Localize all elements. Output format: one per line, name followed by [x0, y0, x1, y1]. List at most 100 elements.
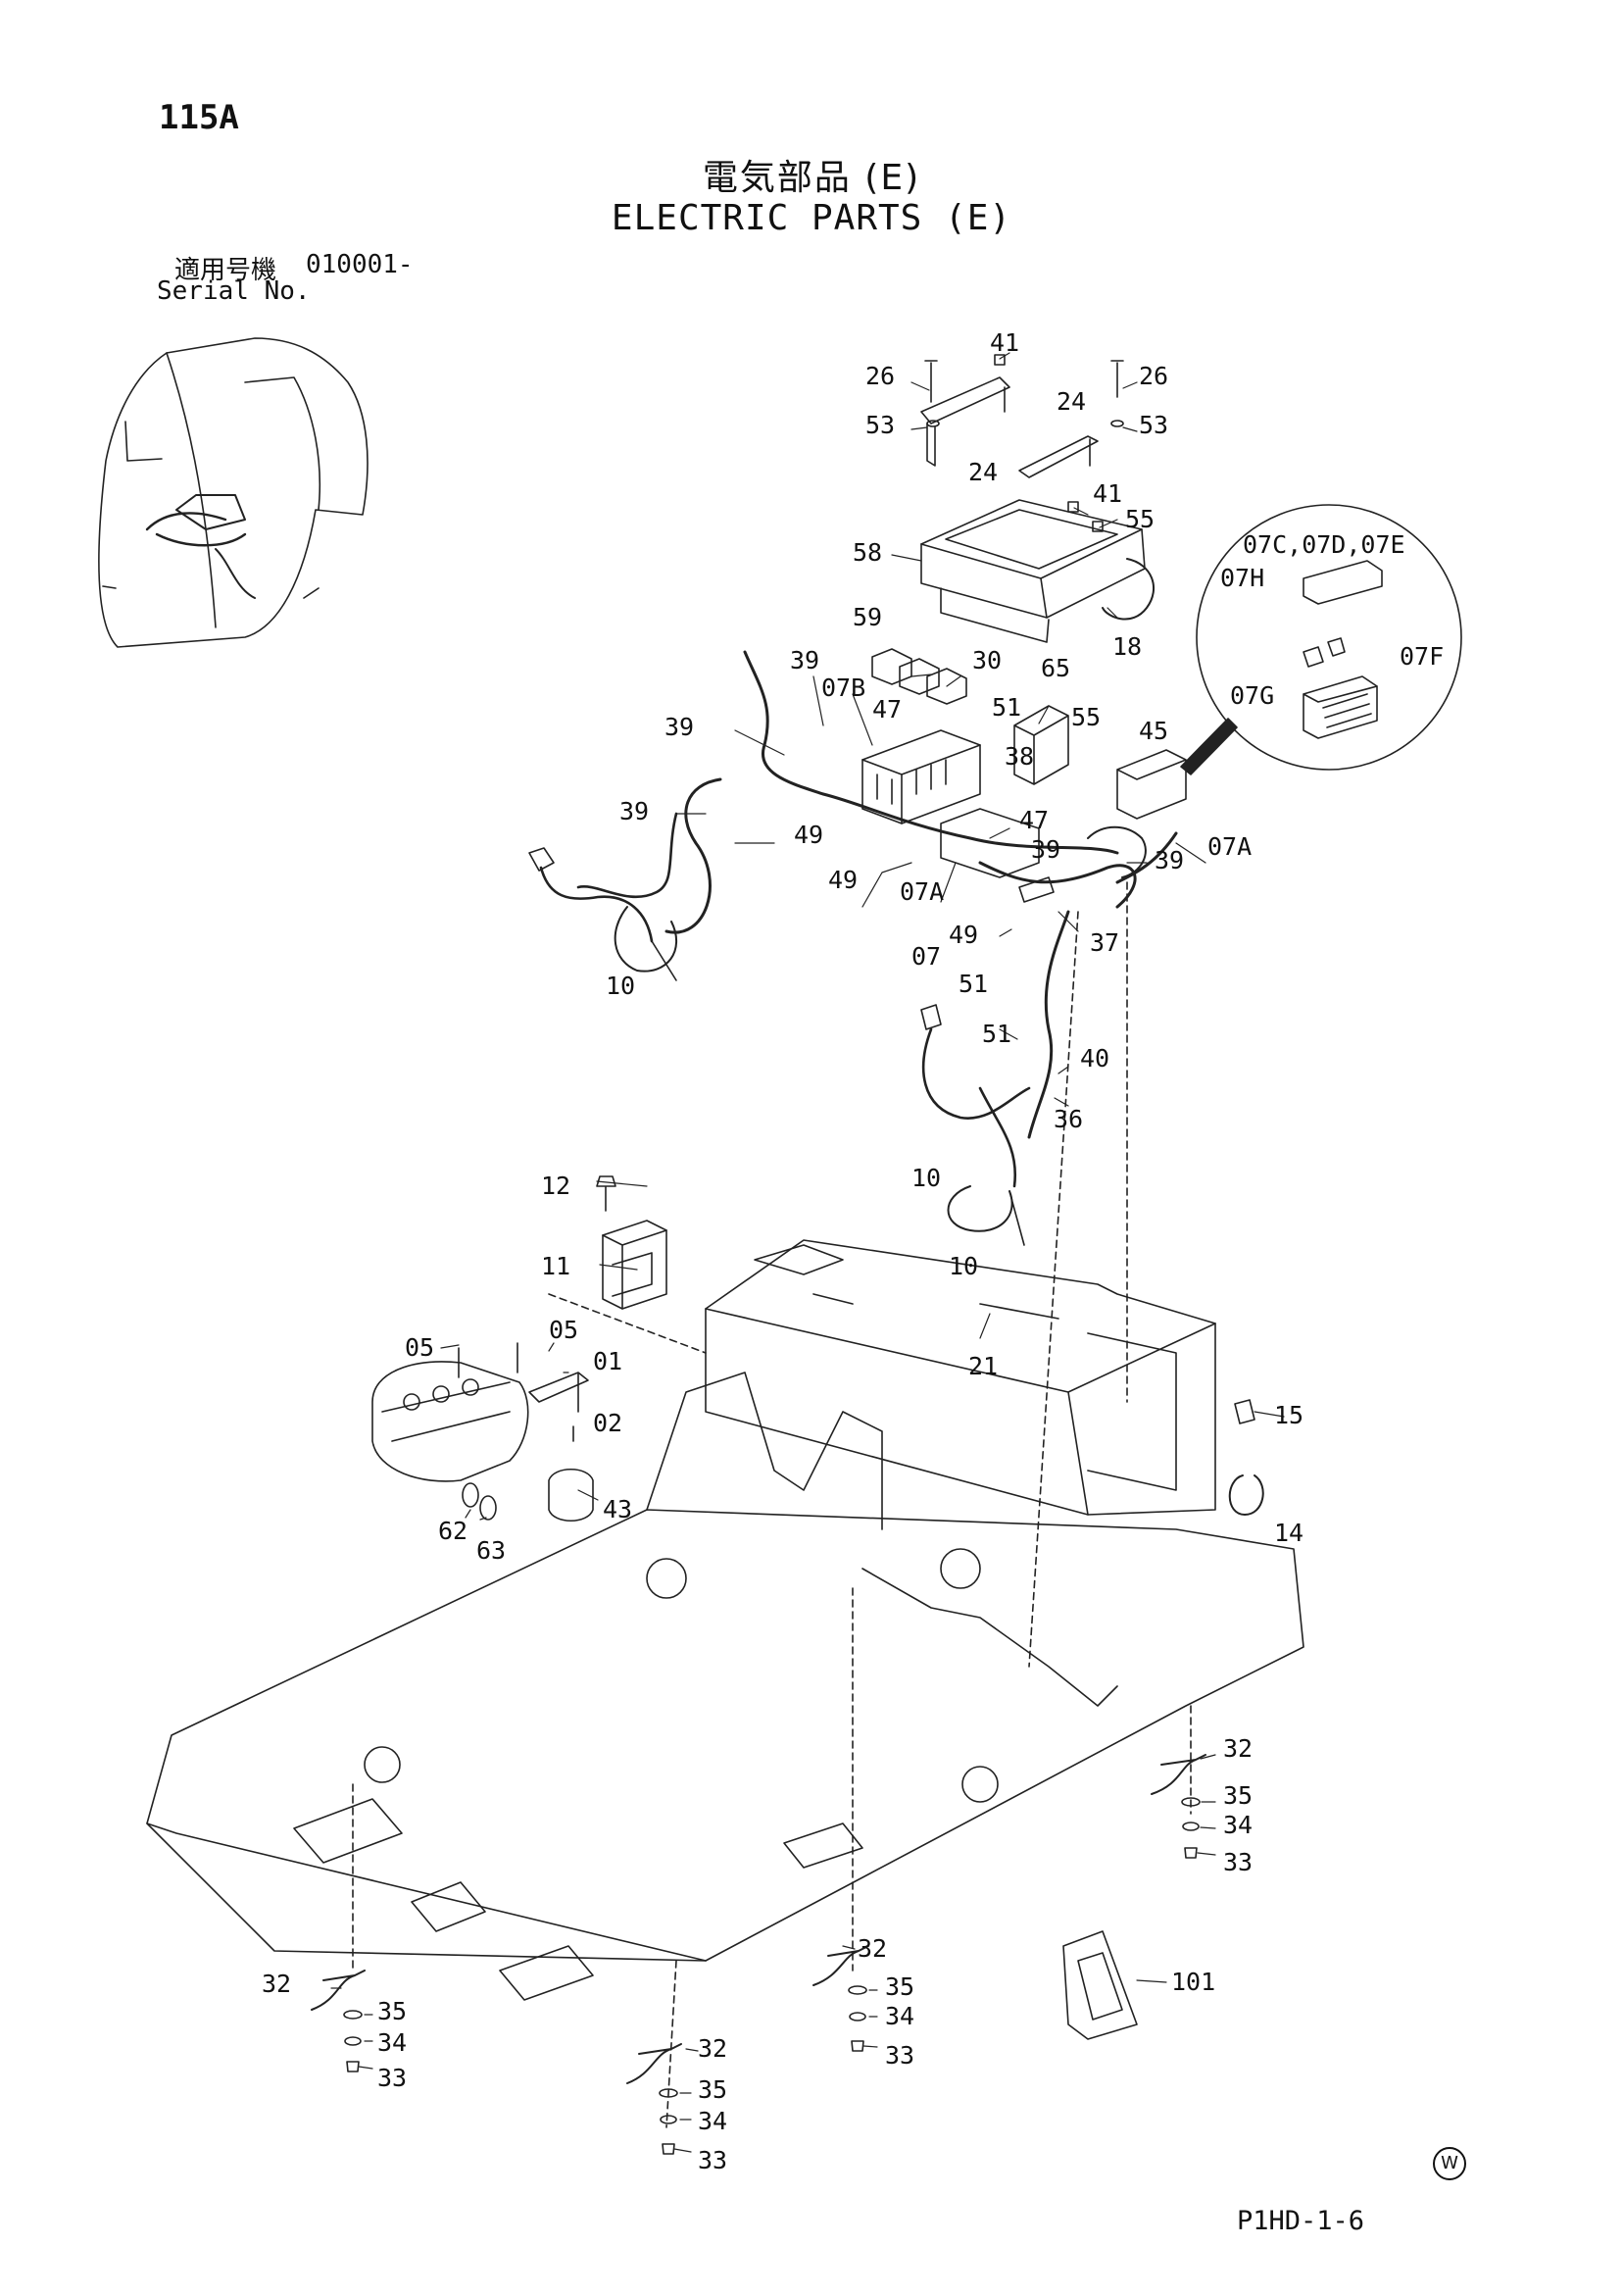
part-number-callouts: 41 26 26 24 53 53 24 41 55 58 18 07C,07D… [262, 328, 1444, 2174]
callout-c39: 10 [606, 972, 635, 1000]
callout-c44: 10 [949, 1252, 978, 1280]
callout-c70: 32 [698, 2034, 727, 2063]
callout-c5: 53 [865, 411, 895, 439]
callout-c22: 51 [992, 693, 1021, 722]
callout-c63: 34 [377, 2028, 407, 2057]
callout-c72: 34 [698, 2107, 727, 2135]
dashed-routing-lines [352, 881, 1192, 2128]
callout-c42: 36 [1054, 1105, 1083, 1133]
callout-c58: 35 [1223, 1781, 1253, 1810]
callout-c36: 07 [911, 942, 941, 971]
callout-c34: 07A [1207, 832, 1252, 861]
callout-c46: 11 [541, 1252, 570, 1280]
serial-label-japanese: 適用号機 [174, 256, 277, 285]
serial-label-english: Serial No. [157, 276, 311, 306]
callout-c9: 55 [1125, 505, 1155, 533]
callout-c10: 58 [853, 538, 882, 567]
callout-c13: 07H [1220, 564, 1264, 592]
title-japanese: 電気部品 (E) [702, 158, 921, 198]
callout-c15: 07G [1230, 681, 1274, 710]
callout-c59: 34 [1223, 1811, 1253, 1839]
callout-c55: 63 [476, 1536, 506, 1565]
cab-floor-frame [705, 1239, 1216, 1516]
callout-c29: 47 [1019, 806, 1049, 834]
callout-c73: 33 [698, 2146, 727, 2174]
callout-c50: 01 [593, 1347, 622, 1375]
connector-detail-circle [1180, 504, 1462, 775]
callout-c48: 05 [405, 1333, 434, 1362]
page-number: 115A [159, 98, 239, 137]
callout-c8: 41 [1093, 479, 1122, 508]
mounting-bracket-left [920, 376, 1010, 467]
switch-panel [371, 1342, 594, 1522]
callout-c32: 39 [1031, 835, 1060, 864]
callout-c41: 40 [1080, 1044, 1109, 1073]
callout-c62: 35 [377, 1997, 407, 2025]
callout-c2: 26 [865, 362, 895, 390]
callout-c65: 101 [1171, 1968, 1215, 1996]
callout-c71: 35 [698, 2075, 727, 2104]
manual-holder-101 [1062, 1930, 1138, 2040]
callout-c45: 12 [541, 1172, 570, 1200]
callout-c60: 33 [1223, 1848, 1253, 1876]
side-bracket [596, 1175, 667, 1310]
callout-c26: 38 [1005, 742, 1034, 771]
clamp-14 [1228, 1474, 1264, 1516]
callout-c17: 39 [790, 646, 819, 674]
callout-c19: 65 [1041, 654, 1070, 682]
serial-number-range: 010001- [306, 250, 414, 279]
callout-c64: 33 [377, 2064, 407, 2092]
callout-c37: 37 [1090, 928, 1119, 957]
callout-c68: 34 [885, 2002, 914, 2030]
callout-c11: 18 [1112, 632, 1142, 661]
callout-c6: 53 [1139, 411, 1168, 439]
harness-branch-left [528, 812, 678, 981]
harness-branch-middle [920, 1004, 1031, 1246]
callout-c31: 07A [900, 877, 944, 906]
callout-c52: 15 [1274, 1401, 1303, 1429]
callout-c4: 24 [1057, 387, 1086, 416]
floor-plate [146, 1372, 1304, 2001]
ground-terminal-assemblies [311, 1754, 1206, 2155]
callout-c67: 35 [885, 1972, 914, 2001]
callout-c69: 33 [885, 2041, 914, 2070]
callout-c53: 43 [603, 1495, 632, 1523]
callout-c24: 45 [1139, 717, 1168, 745]
callout-c47: 21 [968, 1352, 998, 1380]
cab-overview-illustration [98, 337, 369, 648]
main-wire-harness [664, 650, 1178, 1139]
callout-c14: 07F [1400, 642, 1444, 671]
callout-c43: 10 [911, 1164, 941, 1192]
bolts-top [924, 354, 1124, 532]
callout-c25: 39 [664, 713, 694, 741]
callout-c23: 55 [1071, 703, 1101, 731]
callout-c49: 05 [549, 1316, 578, 1344]
callout-c38: 51 [959, 970, 988, 998]
callout-leader-lines [330, 352, 1285, 2153]
callout-c33: 39 [1155, 846, 1184, 874]
title-english: ELECTRIC PARTS (E) [611, 198, 1012, 238]
callout-c30: 49 [828, 866, 858, 894]
callout-c3: 26 [1139, 362, 1168, 390]
callout-c54: 62 [438, 1517, 467, 1545]
controller-unit [920, 499, 1156, 643]
callout-c12: 07C,07D,07E [1243, 530, 1405, 559]
callout-c28: 49 [794, 821, 823, 849]
clip-15 [1234, 1399, 1255, 1424]
watermark-w-mark: W [1433, 2147, 1466, 2180]
callout-c7: 24 [968, 458, 998, 486]
callout-c51: 02 [593, 1409, 622, 1437]
callout-c20: 07B [821, 674, 865, 702]
callout-c1: 41 [990, 328, 1019, 357]
callout-c56: 14 [1274, 1519, 1303, 1547]
callout-c21: 47 [872, 695, 902, 724]
callout-c61: 32 [262, 1970, 291, 1998]
callout-c18: 30 [972, 646, 1002, 674]
mounting-bracket-right [1018, 435, 1099, 478]
callout-c27: 39 [619, 797, 649, 825]
callout-c16: 59 [853, 603, 882, 631]
callout-c40: 51 [982, 1020, 1011, 1048]
callout-c66: 32 [858, 1934, 887, 1963]
callout-c35: 49 [949, 921, 978, 949]
